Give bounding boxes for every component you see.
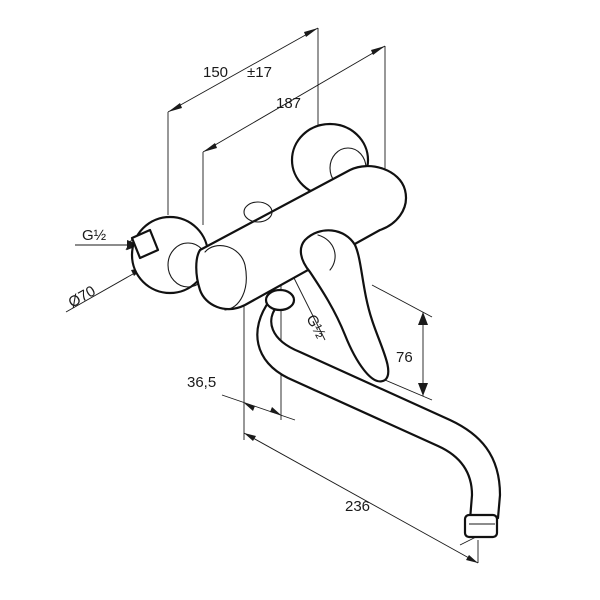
spout (256, 298, 502, 522)
label-76: 76 (396, 349, 413, 366)
mixer-body (195, 165, 408, 311)
label-36-5: 36,5 (187, 374, 216, 391)
faucet-body-group (130, 122, 502, 539)
spout-outlet (463, 513, 499, 539)
label-diameter: Ø70 (66, 283, 99, 312)
left-connection (130, 228, 160, 260)
label-tolerance: ±17 (247, 64, 272, 81)
label-187: 187 (276, 95, 301, 112)
label-thread-center: G½ (302, 312, 329, 342)
label-thread-left: G½ (82, 227, 107, 244)
lever-handle (299, 229, 390, 383)
label-150: 150 (203, 64, 228, 81)
label-236: 236 (345, 498, 370, 515)
swivel-joint (264, 288, 296, 312)
